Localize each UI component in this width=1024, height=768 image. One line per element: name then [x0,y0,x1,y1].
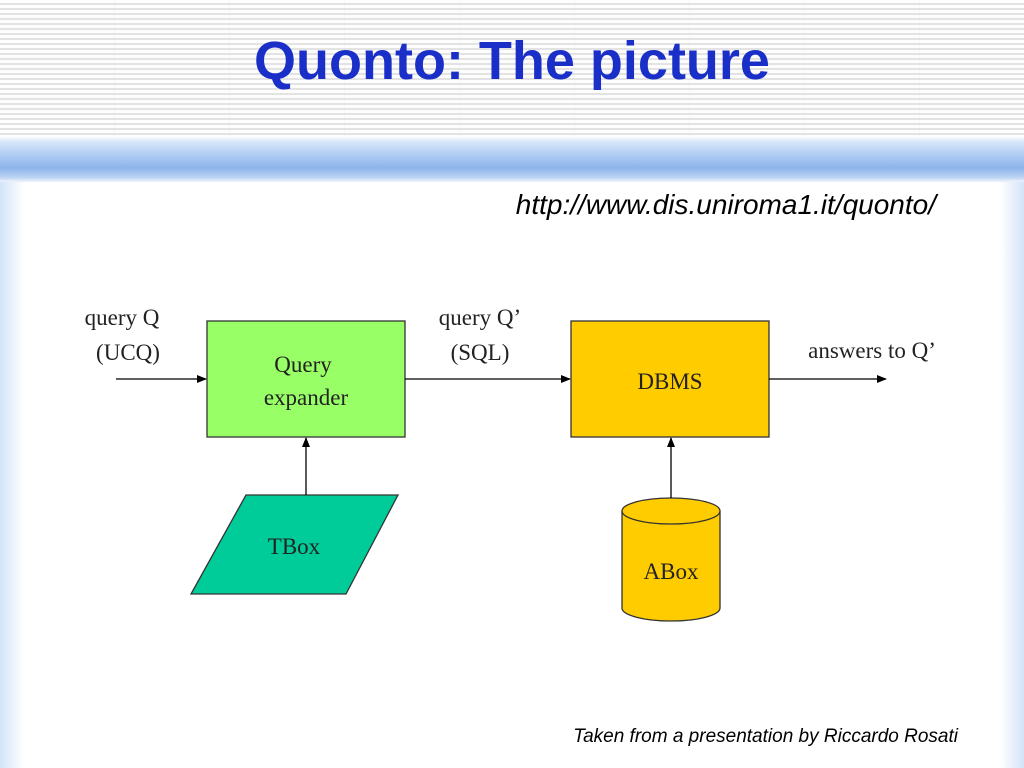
page-title: Quonto: The picture [254,31,770,91]
output-label: answers to Q’ [808,338,936,363]
quonto-url: http://www.dis.uniroma1.it/quonto/ [515,189,936,220]
rewritten-query-type-label: (SQL) [451,340,510,365]
input-query-type-label: (UCQ) [96,340,160,365]
credit-text: Taken from a presentation by Riccardo Ro… [573,726,958,747]
abox-cylinder-body [621,511,721,622]
tbox-shape [189,494,400,595]
dbms-box [570,320,770,438]
rewritten-query-label: query Q’ [439,305,521,330]
right-edge-gradient [1000,182,1024,768]
query-expander-label-line2: expander [264,385,349,410]
abox-cylinder-top [621,497,721,525]
dbms-label: DBMS [637,369,702,394]
left-edge-gradient [0,182,24,768]
header-divider-bar [0,136,1024,182]
abox-label: ABox [644,559,699,584]
tbox-label: TBox [268,534,321,559]
query-expander-label-line1: Query [274,352,332,377]
input-query-label: query Q [85,305,160,330]
header-band [0,0,1024,138]
query-expander-box [206,320,406,438]
